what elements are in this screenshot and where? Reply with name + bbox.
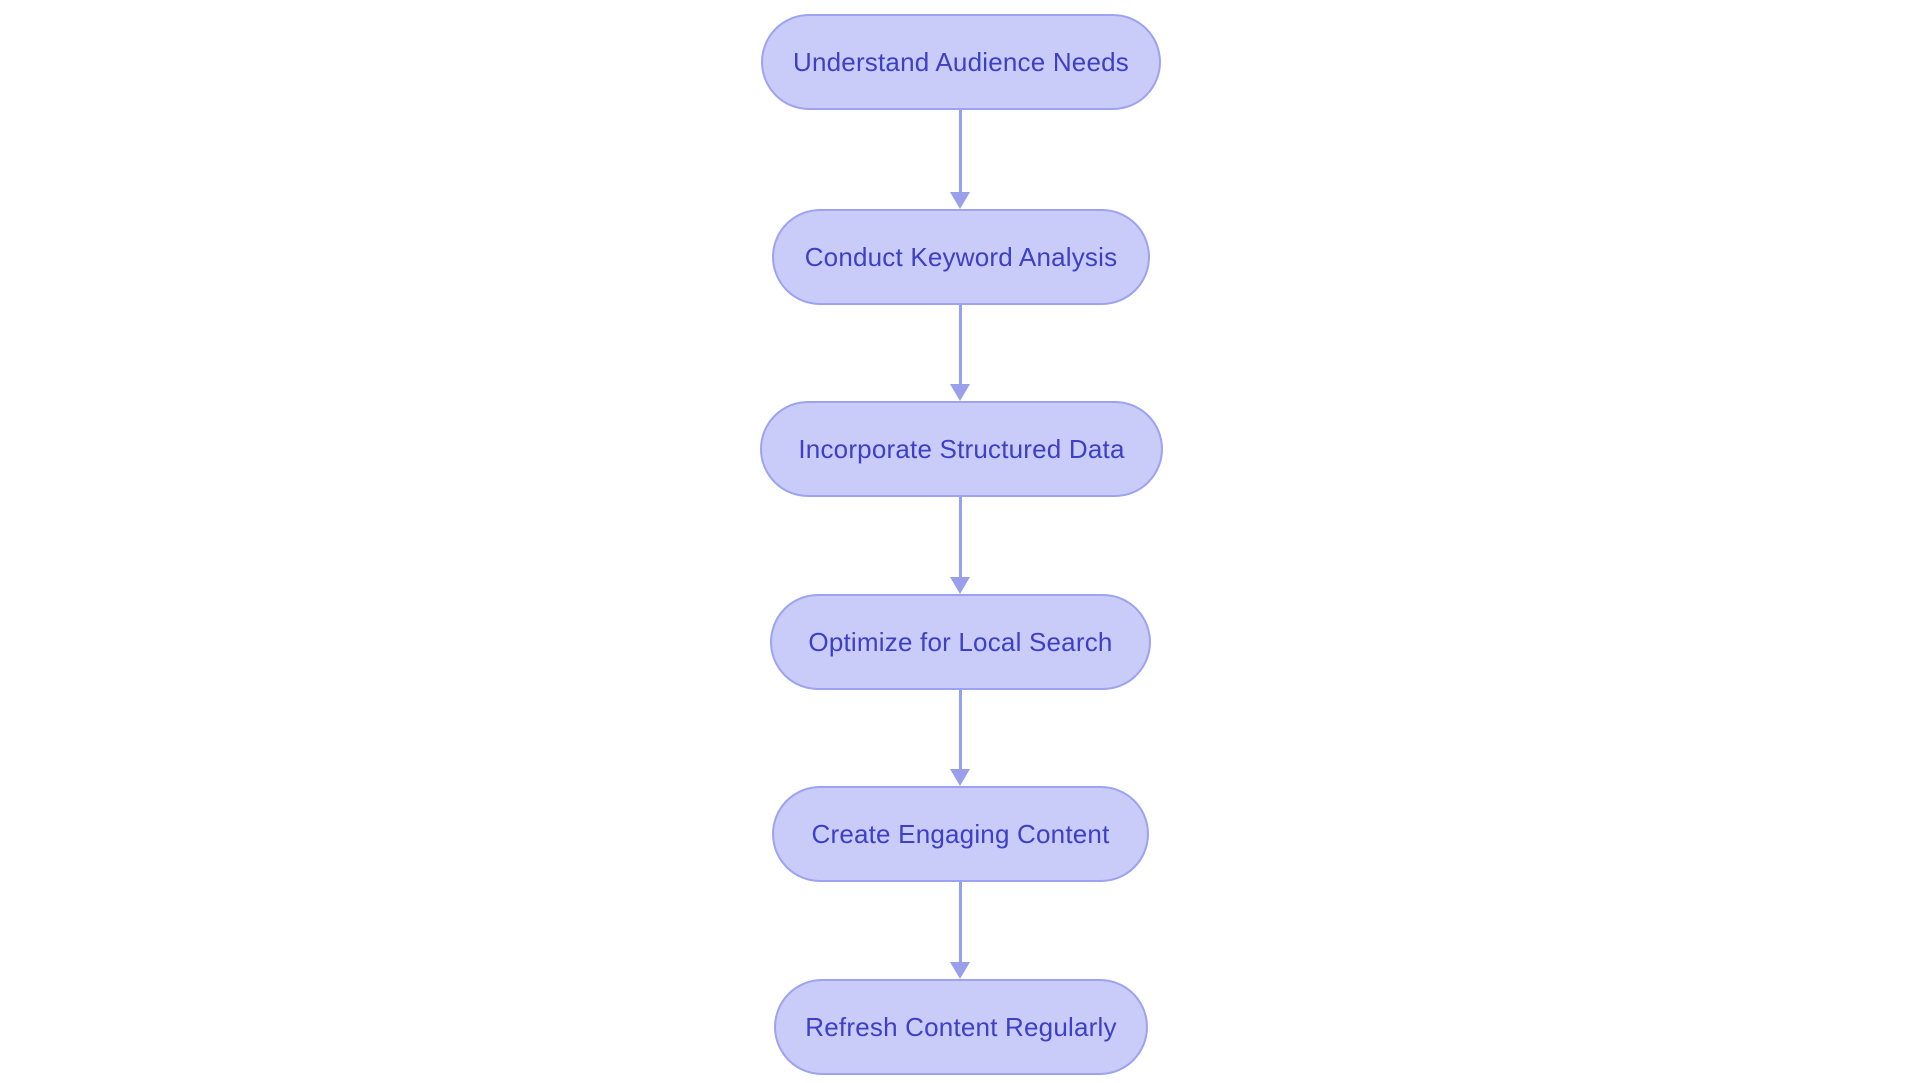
edge-local-search-to-engaging-content (949, 690, 971, 786)
edge-line (958, 497, 962, 577)
arrowhead-down-icon (950, 962, 970, 979)
flow-node-label: Incorporate Structured Data (798, 433, 1125, 464)
edge-understand-to-keyword (949, 110, 971, 209)
flow-node-label: Understand Audience Needs (792, 46, 1129, 77)
arrowhead-down-icon (950, 384, 970, 401)
flow-node-conduct-keyword-analysis: Conduct Keyword Analysis (772, 209, 1150, 305)
edge-line (958, 690, 962, 769)
edge-engaging-content-to-refresh (949, 882, 971, 979)
flow-node-optimize-for-local-search: Optimize for Local Search (770, 594, 1151, 690)
edge-structured-data-to-local-search (949, 497, 971, 594)
flow-node-understand-audience-needs: Understand Audience Needs (761, 14, 1161, 110)
flow-node-incorporate-structured-data: Incorporate Structured Data (760, 401, 1163, 497)
flow-node-label: Refresh Content Regularly (805, 1011, 1117, 1042)
edge-keyword-to-structured-data (949, 305, 971, 401)
edge-line (958, 882, 962, 962)
flow-node-label: Optimize for Local Search (808, 626, 1113, 657)
arrowhead-down-icon (950, 577, 970, 594)
edge-line (958, 305, 962, 384)
flow-node-label: Create Engaging Content (811, 818, 1110, 849)
arrowhead-down-icon (950, 192, 970, 209)
arrowhead-down-icon (950, 769, 970, 786)
flow-node-create-engaging-content: Create Engaging Content (772, 786, 1149, 882)
flow-node-refresh-content-regularly: Refresh Content Regularly (774, 979, 1148, 1075)
flow-node-label: Conduct Keyword Analysis (804, 241, 1118, 272)
edge-line (958, 110, 962, 192)
